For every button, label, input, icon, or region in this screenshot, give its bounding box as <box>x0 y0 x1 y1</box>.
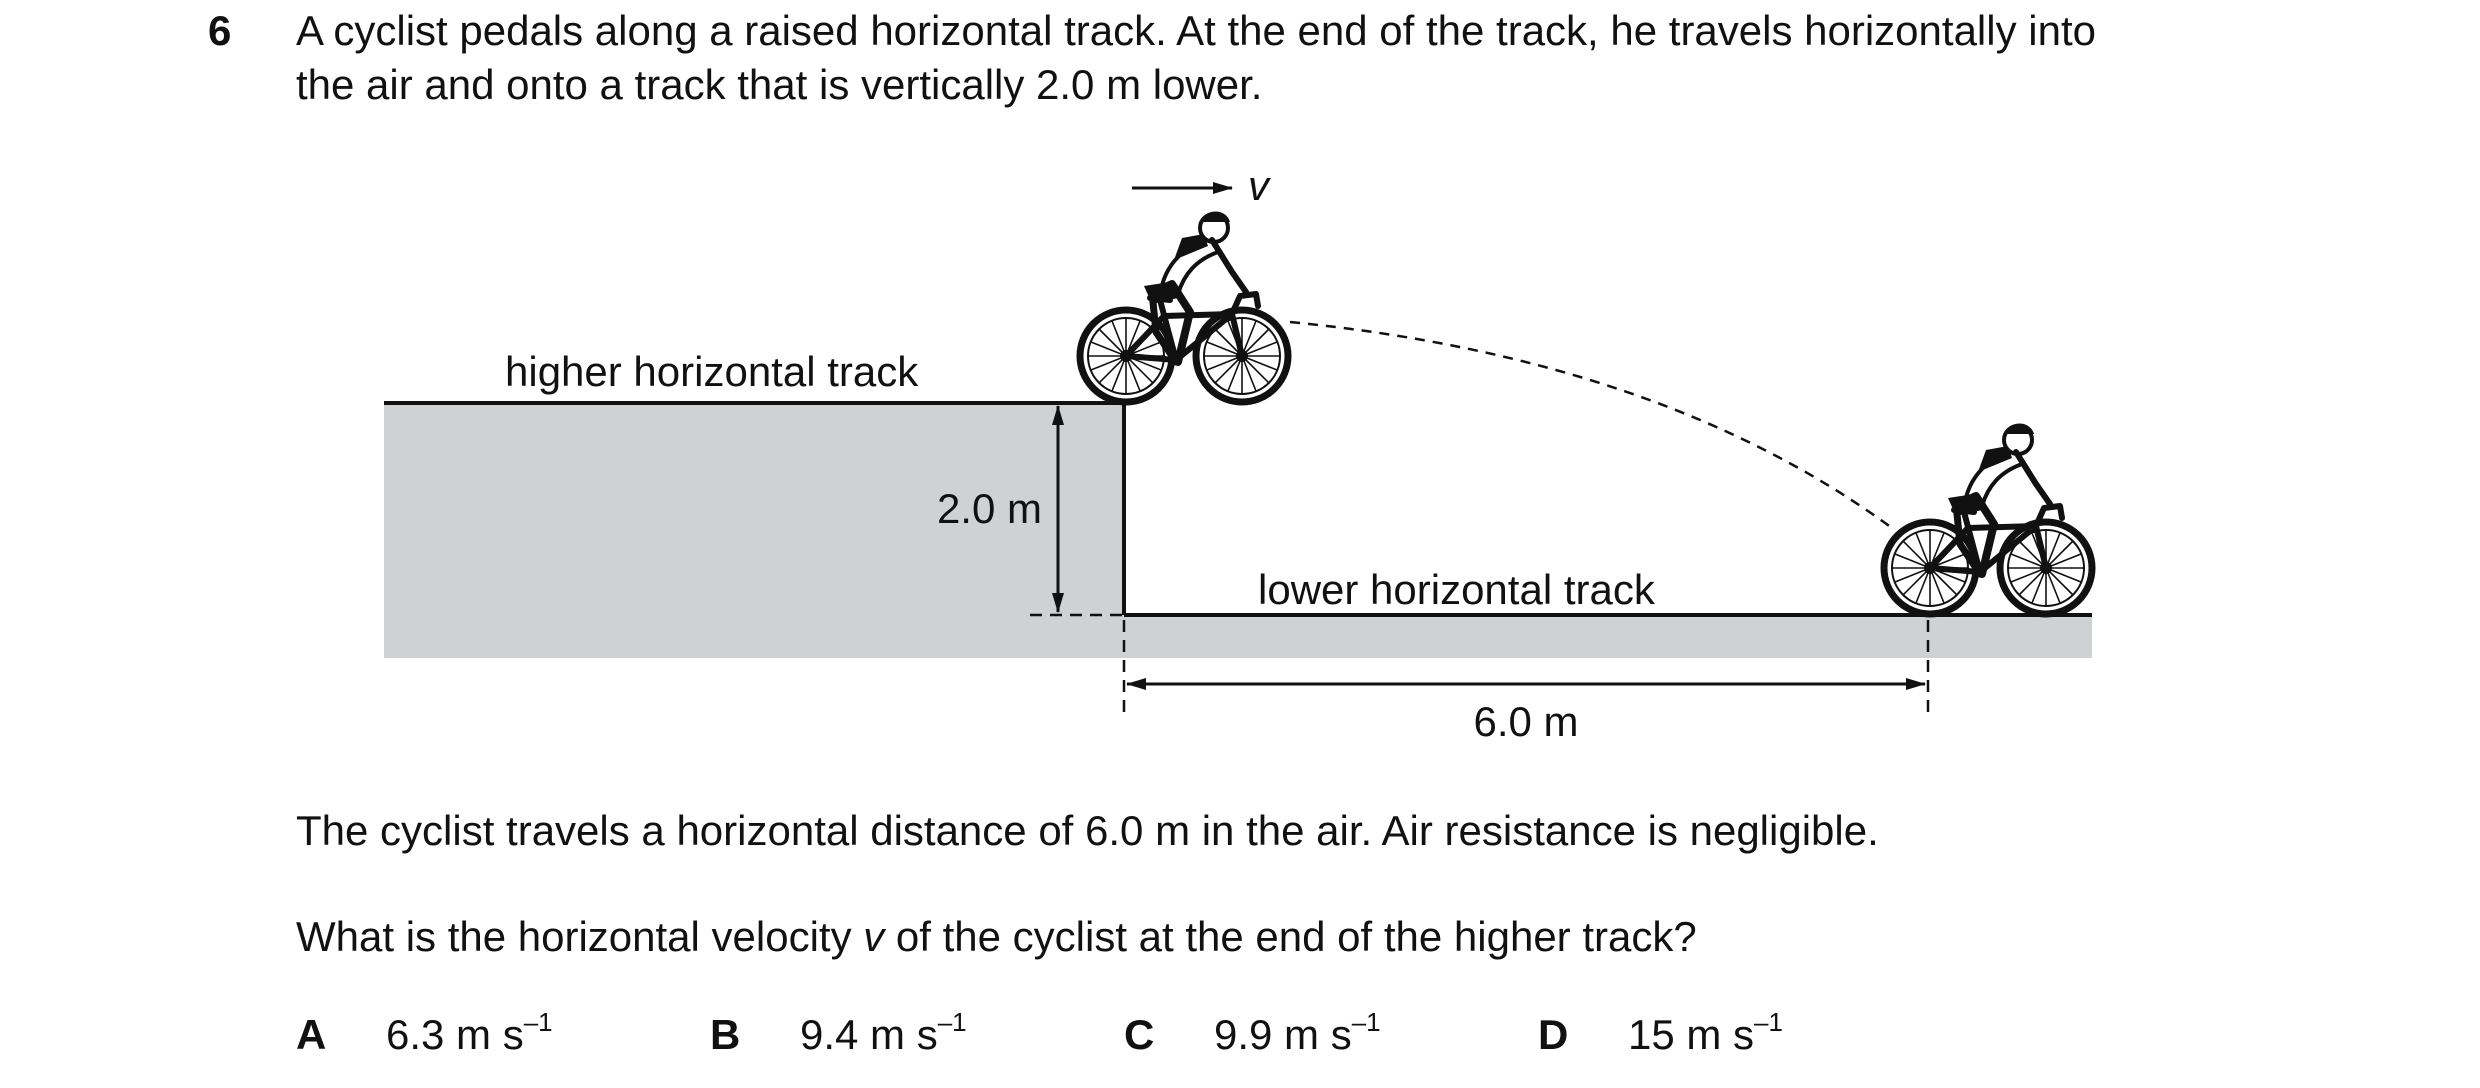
trajectory-dashed-curve <box>1289 320 1893 530</box>
question-text-before: What is the horizontal velocity <box>296 913 864 960</box>
question-stem: A cyclist pedals along a raised horizont… <box>296 4 2446 112</box>
stem-line-1: A cyclist pedals along a raised horizont… <box>296 7 2096 54</box>
velocity-variable: v <box>863 913 885 960</box>
higher-track-label: higher horizontal track <box>505 348 919 395</box>
distance-label: 6.0 m <box>1473 698 1578 745</box>
option-exponent: –1 <box>523 1007 553 1037</box>
height-label: 2.0 m <box>937 485 1042 532</box>
option-c[interactable]: C 9.9 m s–1 <box>1124 1008 1381 1062</box>
option-letter: A <box>296 1011 327 1058</box>
stem-line-2: the air and onto a track that is vertica… <box>296 61 1263 108</box>
option-d[interactable]: D 15 m s–1 <box>1538 1008 1783 1062</box>
option-b[interactable]: B 9.4 m s–1 <box>710 1008 967 1062</box>
info-paragraph: The cyclist travels a horizontal distanc… <box>296 807 1879 854</box>
option-letter: C <box>1124 1011 1155 1058</box>
ground-block <box>384 403 2092 658</box>
question-paragraph: What is the horizontal velocity v of the… <box>296 910 1697 964</box>
option-letter: D <box>1538 1011 1569 1058</box>
cyclist-on-higher-track <box>1080 212 1288 403</box>
question-text-after: of the cyclist at the end of the higher … <box>884 913 1697 960</box>
option-value: 15 m s <box>1628 1011 1755 1058</box>
lower-track-label: lower horizontal track <box>1258 566 1656 613</box>
option-letter: B <box>710 1011 741 1058</box>
option-a[interactable]: A 6.3 m s–1 <box>296 1008 553 1062</box>
option-exponent: –1 <box>1754 1007 1783 1037</box>
question-number: 6 <box>208 7 232 54</box>
velocity-label: v <box>1248 162 1272 209</box>
option-value: 6.3 m s <box>386 1011 524 1058</box>
option-exponent: –1 <box>937 1007 967 1037</box>
option-exponent: –1 <box>1351 1007 1381 1037</box>
option-value: 9.9 m s <box>1214 1011 1352 1058</box>
cyclist-on-lower-track <box>1884 424 2092 615</box>
option-value: 9.4 m s <box>800 1011 938 1058</box>
